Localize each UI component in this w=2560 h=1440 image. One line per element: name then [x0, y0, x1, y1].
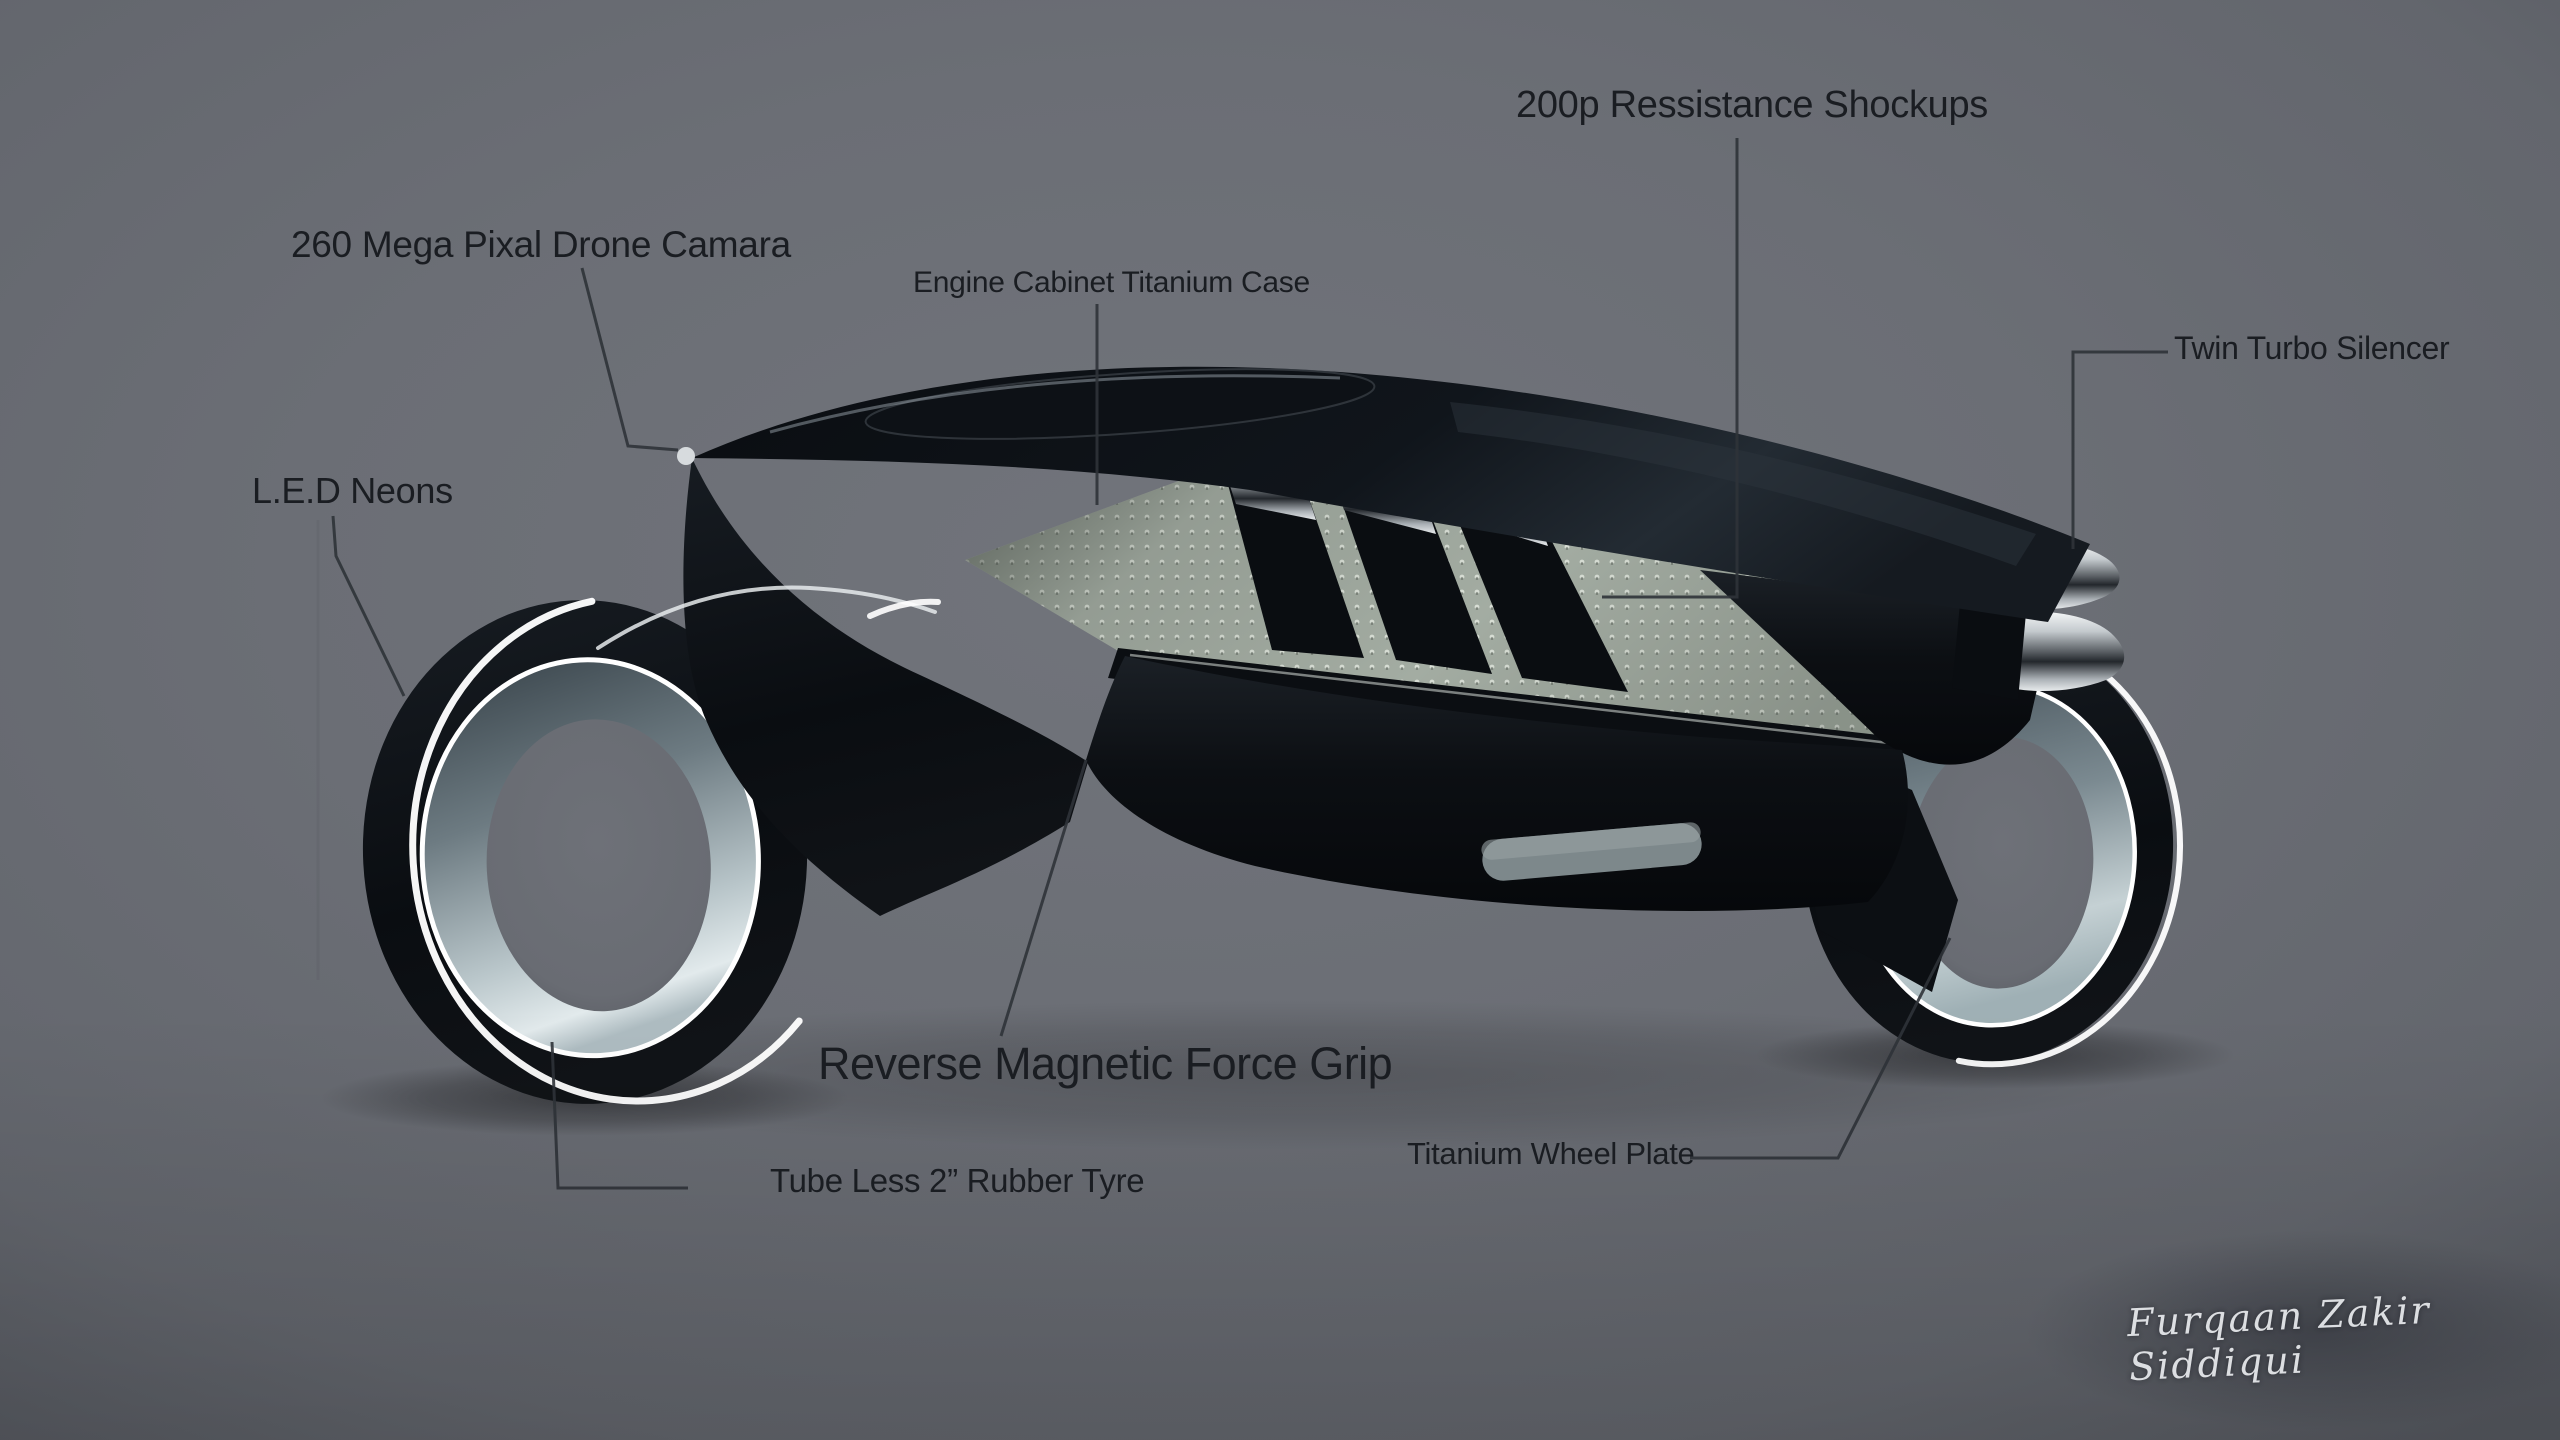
label-tubeless-tyre: Tube Less 2” Rubber Tyre [770, 1162, 1145, 1199]
label-shockups: 200p Ressistance Shockups [1516, 84, 1989, 126]
label-drone-camera: 260 Mega Pixal Drone Camara [291, 224, 791, 265]
label-titanium-wheel-plate: Titanium Wheel Plate [1407, 1136, 1695, 1171]
label-twin-turbo-silencer: Twin Turbo Silencer [2174, 330, 2450, 366]
label-magnetic-grip: Reverse Magnetic Force Grip [818, 1038, 1393, 1089]
label-engine-case: Engine Cabinet Titanium Case [913, 266, 1310, 299]
artist-signature: Furqaan Zakir Siddiqui [2126, 1287, 2432, 1390]
label-led-neons: L.E.D Neons [252, 470, 453, 511]
